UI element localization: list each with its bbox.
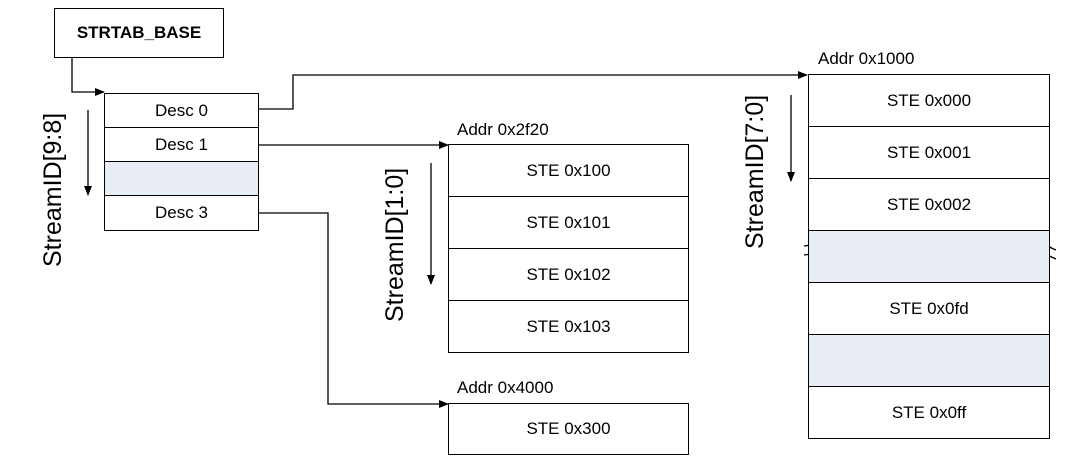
level1-descriptor-3: Desc 3 (104, 195, 259, 231)
ste-0x102: STE 0x102 (448, 248, 689, 302)
ste-0x300: STE 0x300 (448, 403, 689, 455)
ste-label: STE 0x0ff (891, 402, 967, 422)
level1-descriptor-2 (104, 161, 259, 197)
ste-label: STE 0x001 (886, 143, 972, 162)
strtab-base-box: STRTAB_BASE (54, 8, 224, 58)
descriptor-label: Desc 0 (155, 101, 208, 120)
ste-label: STE 0x102 (526, 265, 611, 284)
descriptor-label: Desc 3 (155, 203, 208, 222)
strtab-base-label: STRTAB_BASE (76, 23, 202, 42)
ste-0x100: STE 0x100 (448, 144, 689, 198)
ste-0x002: STE 0x002 (808, 178, 1050, 232)
ste-label: STE 0x100 (526, 161, 611, 180)
ste-0x001: STE 0x001 (808, 126, 1050, 180)
ste-label: STE 0x002 (886, 195, 972, 214)
ste-label: STE 0x103 (526, 316, 611, 336)
level1-descriptor-0: Desc 0 (104, 93, 259, 129)
ste-label: STE 0x0fd (889, 299, 969, 318)
ste-label: STE 0x300 (526, 419, 611, 438)
base-to-l1-arrow (71, 58, 105, 96)
streamid-1-0-axis-label: StreamID[1:0] (381, 167, 409, 322)
ste-0x103: STE 0x103 (448, 300, 689, 353)
ste-0x0fd: STE 0x0fd (808, 282, 1050, 336)
descriptor-label: Desc 1 (155, 135, 208, 154)
ste-0x101: STE 0x101 (448, 196, 689, 250)
desc0-to-table-1000-arrow (259, 71, 808, 110)
table-2f20-address: Addr 0x2f20 (457, 120, 549, 139)
ste-label: STE 0x101 (526, 213, 611, 232)
table-4000-address: Addr 0x4000 (457, 378, 554, 397)
ste-label: STE 0x000 (886, 91, 972, 110)
ste-0x0ff: STE 0x0ff (808, 386, 1050, 439)
ste-0x000: STE 0x000 (808, 74, 1050, 128)
table-1000-address: Addr 0x1000 (818, 49, 915, 68)
streamid-7-0-axis-label: StreamID[7:0] (741, 94, 769, 249)
streamid-9-8-axis-label: StreamID[9:8] (39, 112, 67, 267)
desc3-to-table-4000-arrow (259, 212, 449, 408)
ste-0x0fe-empty (808, 334, 1050, 388)
ste-gap-elided (808, 230, 1050, 284)
level1-descriptor-1: Desc 1 (104, 127, 259, 163)
